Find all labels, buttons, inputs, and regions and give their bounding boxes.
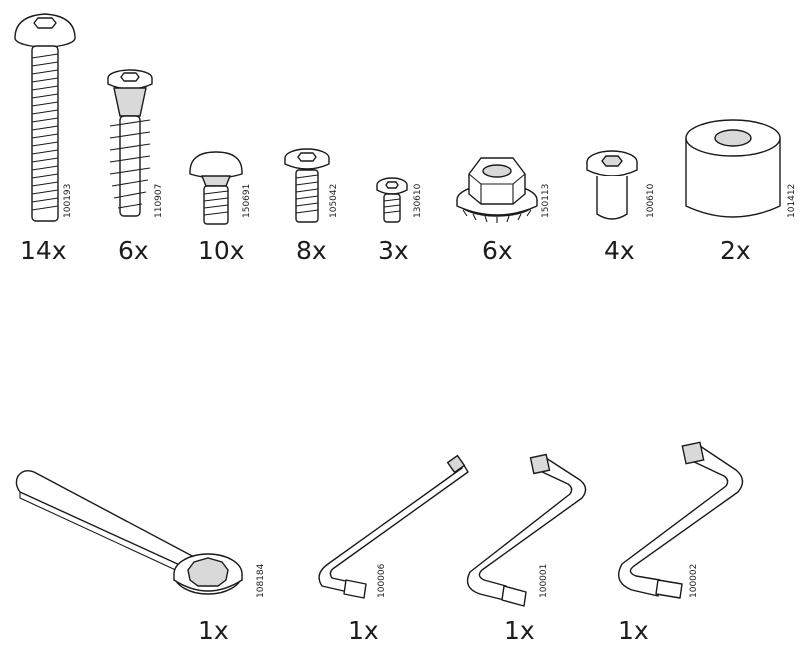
allen-key-long-icon: [318, 454, 469, 599]
allen-key-medium-icon: [466, 453, 587, 607]
quantity-101412: 2x: [720, 236, 751, 265]
quantity-150691: 10x: [198, 236, 245, 265]
allen-key-long-part: [310, 454, 470, 604]
part-code-150113: 150113: [541, 183, 551, 218]
barrel-nut-icon: [586, 150, 638, 220]
part-code-100006: 100006: [377, 563, 387, 598]
quantity-100610: 4x: [604, 236, 635, 265]
ring-wrench-icon: [15, 469, 243, 595]
allen-key-large-part: [612, 440, 748, 600]
cam-dowel-part: [104, 66, 156, 226]
quantity-130610: 3x: [378, 236, 409, 265]
allen-key-medium-part: [462, 453, 592, 607]
part-code-100002: 100002: [689, 563, 699, 598]
medium-bolt-icon: [284, 148, 330, 223]
medium-bolt-part: [282, 146, 332, 226]
part-code-101412: 101412: [787, 183, 797, 218]
quantity-100001: 1x: [504, 616, 535, 645]
quantity-100002: 1x: [618, 616, 649, 645]
quantity-100193: 14x: [20, 236, 67, 265]
part-code-108184: 108184: [256, 563, 266, 598]
short-bolt-wide-icon: [189, 151, 243, 225]
part-code-100001: 100001: [539, 563, 549, 598]
small-bolt-icon: [376, 177, 408, 223]
quantity-150113: 6x: [482, 236, 513, 265]
quantity-105042: 8x: [296, 236, 327, 265]
flange-nut-part: [455, 154, 539, 224]
part-code-110907: 110907: [154, 183, 164, 218]
quantity-108184: 1x: [198, 616, 229, 645]
long-bolt-part: [10, 8, 80, 223]
small-bolt-part: [374, 176, 410, 226]
part-code-100193: 100193: [63, 183, 73, 218]
part-code-150691: 150691: [242, 183, 252, 218]
quantity-100006: 1x: [348, 616, 379, 645]
ring-wrench-part: [12, 466, 252, 598]
spacer-sleeve-icon: [685, 119, 781, 218]
spacer-sleeve-part: [684, 118, 782, 224]
flange-nut-icon: [456, 157, 538, 223]
part-code-105042: 105042: [329, 183, 339, 218]
cam-dowel-icon: [107, 69, 153, 217]
long-bolt-icon: [14, 13, 76, 222]
short-bolt-wide-part: [188, 150, 244, 226]
allen-key-large-icon: [618, 441, 744, 599]
part-code-100610: 100610: [646, 183, 656, 218]
part-code-130610: 130610: [413, 183, 423, 218]
quantity-110907: 6x: [118, 236, 149, 265]
barrel-nut-part: [584, 148, 640, 224]
